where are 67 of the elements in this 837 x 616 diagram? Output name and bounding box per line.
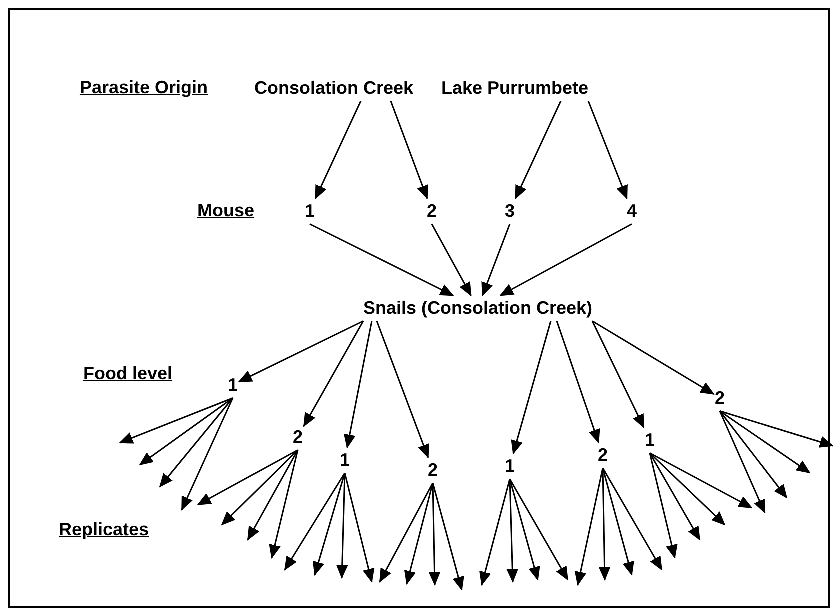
- level-label: Parasite Origin: [80, 76, 208, 100]
- node-label: 1: [305, 200, 315, 222]
- node-label: Consolation Creek: [254, 76, 414, 100]
- arrow: [649, 452, 726, 526]
- arrow: [602, 468, 634, 576]
- arrow: [238, 320, 364, 383]
- arrow: [269, 450, 299, 559]
- arrow: [511, 321, 552, 455]
- arrow: [556, 321, 600, 444]
- node-label: 2: [715, 386, 725, 410]
- node-label: 2: [293, 426, 303, 448]
- arrow: [247, 450, 299, 541]
- node-label: 1: [228, 374, 238, 396]
- arrow: [719, 410, 766, 514]
- arrow: [181, 398, 234, 511]
- arrow: [432, 483, 464, 591]
- arrow: [310, 224, 454, 296]
- arrow: [428, 483, 441, 586]
- arrow: [431, 224, 472, 297]
- arrow: [509, 478, 569, 581]
- arrow: [515, 100, 562, 200]
- arrow: [588, 100, 628, 200]
- arrow: [649, 453, 678, 559]
- arrow: [506, 479, 519, 583]
- arrow: [379, 482, 434, 583]
- arrow: [284, 472, 346, 571]
- node-label: Snails (Consolation Creek): [363, 296, 593, 320]
- arrow: [592, 320, 645, 429]
- arrow: [592, 320, 715, 396]
- level-label: Mouse: [198, 200, 254, 222]
- arrow: [376, 320, 430, 459]
- node-label: 1: [505, 454, 515, 478]
- arrow: [482, 224, 511, 297]
- level-label: Replicates: [58, 518, 150, 542]
- node-label: 3: [505, 200, 515, 222]
- arrow: [221, 450, 299, 526]
- level-label: Food level: [84, 362, 172, 386]
- node-label: 4: [627, 200, 637, 222]
- arrow: [574, 468, 604, 586]
- arrow: [404, 483, 434, 585]
- arrow: [303, 320, 364, 428]
- arrow: [119, 398, 234, 444]
- arrow: [139, 398, 234, 466]
- arrow: [650, 452, 753, 509]
- arrow: [197, 450, 298, 506]
- node-label: 1: [340, 448, 350, 472]
- node-label: 1: [645, 428, 655, 452]
- arrow: [598, 468, 611, 581]
- node-label: 2: [598, 444, 608, 466]
- arrow: [500, 224, 632, 296]
- node-label: Lake Purrumbete: [441, 76, 589, 100]
- arrow: [649, 452, 701, 541]
- node-label: 2: [428, 458, 438, 482]
- arrow: [720, 410, 834, 448]
- arrow: [336, 473, 348, 579]
- arrow: [312, 473, 346, 576]
- arrow: [602, 468, 663, 571]
- arrow: [344, 321, 373, 449]
- arrow: [719, 410, 788, 499]
- arrow: [390, 100, 428, 200]
- arrow: [480, 479, 511, 586]
- arrow: [315, 100, 362, 200]
- arrow: [159, 398, 234, 488]
- arrow: [509, 479, 540, 581]
- node-label: 2: [427, 200, 437, 222]
- arrow: [344, 473, 375, 583]
- arrow: [720, 410, 811, 474]
